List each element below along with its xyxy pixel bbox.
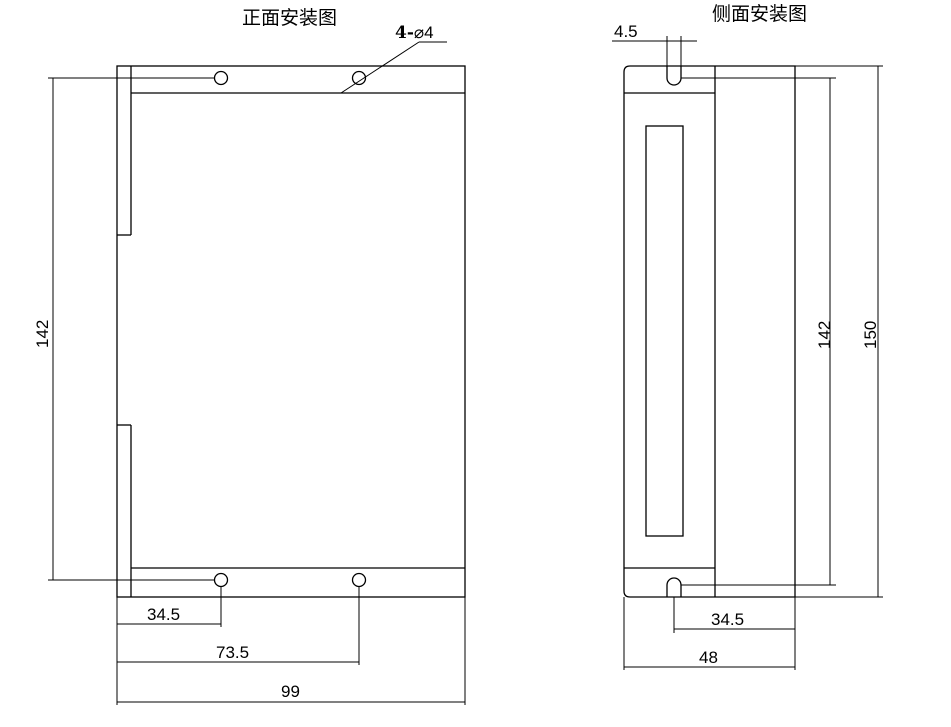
hole-label-dash: - [407, 23, 414, 43]
front-body-outline [116, 65, 466, 598]
side-slot-top [666, 66, 682, 86]
dim-side-slot: 4.5 [614, 22, 638, 41]
dim-front-hole1: 34.5 [147, 605, 180, 624]
front-view-title: 正面安装图 [242, 7, 337, 29]
hole-label-count: 4 [395, 23, 407, 43]
side-body-outline [623, 65, 796, 598]
side-window [645, 125, 684, 537]
dim-side-height: 150 [861, 321, 880, 349]
front-view: 正面安装图 4-⌀4 142 34.5 [33, 7, 466, 705]
dim-front-hole2: 73.5 [216, 643, 249, 662]
hole-label-diameter: ⌀4 [414, 23, 434, 42]
side-view: 侧面安装图 4.5 142 150 34.5 [612, 3, 883, 670]
hole-top-right [351, 70, 367, 86]
hole-label: 4-⌀4 [395, 23, 434, 43]
hole-top-left [213, 70, 229, 86]
dim-side-hole-spacing: 142 [815, 321, 834, 349]
hole-leader-line [340, 41, 420, 94]
side-view-title: 侧面安装图 [712, 3, 807, 25]
dim-front-height: 142 [33, 320, 52, 348]
side-slot-bottom [666, 577, 682, 597]
hole-bottom-left [213, 572, 229, 588]
dim-side-depth: 48 [699, 648, 718, 667]
dim-side-offset: 34.5 [711, 610, 744, 629]
hole-bottom-right [351, 572, 367, 588]
dim-front-width: 99 [281, 682, 300, 701]
